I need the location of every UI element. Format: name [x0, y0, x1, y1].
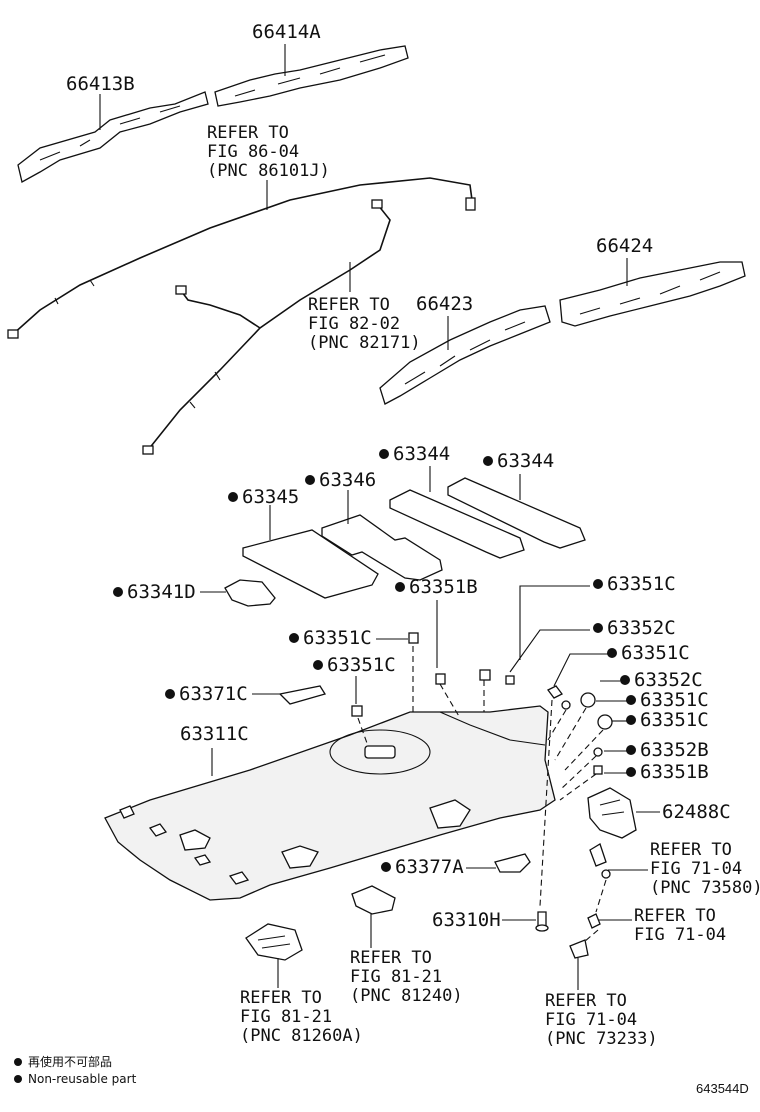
label-63351C-2: 63351C [303, 627, 372, 649]
label-63351C-3: 63351C [621, 642, 690, 664]
label-63351C-4: 63351C [327, 654, 396, 676]
label-66414A: 66414A [252, 21, 321, 43]
roof-rail-66414A [214, 45, 409, 107]
label-66423: 66423 [416, 293, 473, 315]
legend: 再使用不可部品 Non-reusable part [14, 1054, 137, 1086]
svg-text:REFER TO: REFER TO [634, 906, 716, 926]
ref-71-04: REFER TO FIG 71-04 [634, 906, 726, 945]
label-62488C: 62488C [662, 801, 731, 823]
label-63346: 63346 [319, 469, 376, 491]
label-63311C: 63311C [180, 723, 249, 745]
label-63344-right: 63344 [497, 450, 554, 472]
label-63352C-1: 63352C [607, 617, 676, 639]
roof-rail-66413B [17, 91, 209, 183]
svg-text:FIG 71-04: FIG 71-04 [634, 925, 726, 945]
lamp-81240 [351, 885, 396, 915]
label-63351B-top: 63351B [409, 576, 478, 598]
legend-english: Non-reusable part [28, 1072, 137, 1086]
legend-japanese: 再使用不可部品 [28, 1054, 112, 1069]
headliner-63311C [104, 705, 556, 901]
pad-63344-left [389, 489, 525, 559]
ref-86101J: REFER TO FIG 86-04 (PNC 86101J) [207, 123, 330, 181]
label-63352B: 63352B [640, 739, 709, 761]
label-66413B: 66413B [66, 73, 135, 95]
leader-lines [99, 44, 660, 990]
label-63351C-1: 63351C [607, 573, 676, 595]
wire-harness-82171 [142, 199, 391, 455]
diagram-code: 643544D [696, 1081, 749, 1096]
svg-text:(PNC 82171): (PNC 82171) [308, 333, 421, 353]
label-63351C-5: 63351C [640, 689, 709, 711]
label-63344-left: 63344 [393, 443, 450, 465]
part-63310H [535, 911, 549, 932]
label-63351B-bottom: 63351B [640, 761, 709, 783]
ref-73580: REFER TO FIG 71-04 (PNC 73580) [650, 840, 760, 898]
svg-text:(PNC 86101J): (PNC 86101J) [207, 161, 330, 181]
svg-text:REFER TO: REFER TO [207, 123, 289, 143]
svg-text:(PNC 73580): (PNC 73580) [650, 878, 760, 898]
pad-63341D [224, 579, 276, 607]
part-73233 [569, 939, 589, 959]
part-63371C [278, 685, 327, 705]
part-73580 [589, 843, 611, 879]
svg-text:REFER TO: REFER TO [240, 988, 322, 1008]
svg-text:REFER TO: REFER TO [545, 991, 627, 1011]
ref-81260A: REFER TO FIG 81-21 (PNC 81260A) [240, 988, 363, 1046]
label-66424: 66424 [596, 235, 653, 257]
svg-text:FIG 82-02: FIG 82-02 [308, 314, 400, 334]
lamp-81260A [245, 923, 303, 961]
pad-63346 [321, 514, 443, 581]
svg-text:(PNC 73233): (PNC 73233) [545, 1029, 658, 1049]
svg-text:FIG 71-04: FIG 71-04 [545, 1010, 637, 1030]
label-63351C-6: 63351C [640, 709, 709, 731]
label-63352C-2: 63352C [634, 669, 703, 691]
pad-63344-right [447, 477, 586, 549]
roof-rail-66423 [379, 305, 551, 405]
ref-73233: REFER TO FIG 71-04 (PNC 73233) [545, 991, 658, 1049]
clips [351, 632, 613, 775]
roof-rail-66424 [559, 261, 746, 327]
svg-text:REFER TO: REFER TO [350, 948, 432, 968]
part-73580-bolt [587, 913, 601, 929]
label-63310H: 63310H [432, 909, 501, 931]
label-63377A: 63377A [395, 856, 464, 878]
svg-text:FIG 81-21: FIG 81-21 [240, 1007, 332, 1027]
ref-82171: REFER TO FIG 82-02 (PNC 82171) [308, 295, 421, 353]
svg-text:FIG 86-04: FIG 86-04 [207, 142, 299, 162]
dashed-lines [357, 646, 607, 943]
pad-63345 [242, 529, 379, 599]
ref-81240: REFER TO FIG 81-21 (PNC 81240) [350, 948, 463, 1006]
label-63345: 63345 [242, 486, 299, 508]
svg-text:FIG 81-21: FIG 81-21 [350, 967, 442, 987]
wire-harness-86101J [7, 177, 476, 339]
part-63377A [494, 853, 531, 873]
svg-text:(PNC 81260A): (PNC 81260A) [240, 1026, 363, 1046]
label-63341D: 63341D [127, 581, 196, 603]
svg-text:(PNC 81240): (PNC 81240) [350, 986, 463, 1006]
part-labels: 66414A 66413B 66424 66423 63344 63344 63… [66, 21, 731, 931]
part-62488C [587, 787, 637, 839]
label-63371C: 63371C [179, 683, 248, 705]
svg-text:REFER TO: REFER TO [308, 295, 390, 315]
svg-text:REFER TO: REFER TO [650, 840, 732, 860]
svg-text:FIG 71-04: FIG 71-04 [650, 859, 742, 879]
